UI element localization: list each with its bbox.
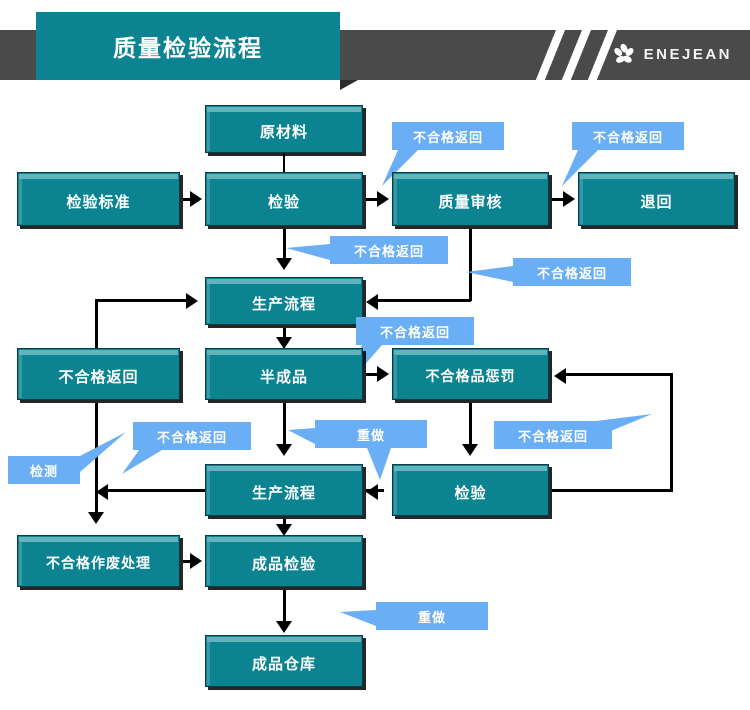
node-label: 检验 (267, 193, 300, 211)
arrowhead-n8-n9 (377, 366, 389, 382)
callout-label: 重做 (356, 427, 385, 443)
node-label: 原材料 (259, 123, 308, 141)
callout-detect: 检测 (8, 456, 80, 484)
callout-label: 检测 (29, 463, 58, 479)
node-label: 成品检验 (251, 555, 316, 573)
node-inspection-2[interactable]: 检验 (392, 464, 549, 516)
callout-label: 不合格返回 (412, 129, 483, 145)
arrowhead-n7-n6 (186, 293, 198, 309)
arrowhead-n10-n13 (276, 524, 292, 536)
arrowhead-n3-n6 (276, 258, 292, 270)
arrowhead-n13-n14 (276, 621, 292, 633)
callout-reject-return-2: 不合格返回 (572, 122, 684, 150)
node-nonconforming-return[interactable]: 不合格返回 (17, 348, 180, 400)
callout-tail-c4 (466, 266, 513, 282)
node-semi-finished[interactable]: 半成品 (205, 348, 363, 400)
callout-reject-return-6: 不合格返回 (133, 422, 251, 450)
callout-reject-return-3: 不合格返回 (330, 236, 448, 264)
node-return[interactable]: 退回 (578, 172, 735, 226)
node-label: 生产流程 (251, 484, 316, 502)
callout-reject-return-5: 不合格返回 (356, 317, 474, 345)
arrowhead-n12-n13 (190, 553, 202, 569)
node-production-process-1[interactable]: 生产流程 (205, 277, 363, 325)
node-raw-material[interactable]: 原材料 (205, 105, 363, 153)
node-nonconforming-penalty[interactable]: 不合格品惩罚 (392, 348, 549, 400)
callout-rework-1: 重做 (315, 420, 427, 448)
node-final-inspection[interactable]: 成品检验 (205, 535, 363, 587)
connector-n11-n9-bottom (552, 489, 673, 492)
page-title-banner: 质量检验流程 (36, 12, 340, 80)
node-label: 不合格返回 (58, 368, 139, 386)
callout-tail-c8-left (288, 428, 315, 444)
brand-name: ENEJEAN (643, 45, 732, 63)
node-inspection-1[interactable]: 检验 (205, 172, 363, 226)
node-label: 退回 (640, 193, 673, 211)
arrowhead-n11-n9 (554, 368, 566, 384)
connector-n3-n4 (366, 198, 381, 201)
connector-n6-n8 (283, 328, 286, 342)
connector-n10-left (108, 489, 208, 492)
arrowhead-n8-n10 (276, 444, 292, 456)
pinwheel-flower-icon (613, 43, 634, 63)
connector-n12-n13 (183, 560, 196, 563)
arrowhead-n4-n5 (563, 191, 575, 207)
callout-label: 重做 (417, 609, 446, 625)
node-label: 成品仓库 (251, 655, 316, 673)
connector-n7-n6-horz (95, 299, 191, 302)
arrowhead-n9-n11 (462, 444, 478, 456)
node-production-process-2[interactable]: 生产流程 (205, 464, 363, 516)
node-label: 半成品 (259, 368, 308, 386)
callout-label: 不合格返回 (379, 324, 450, 340)
node-finished-warehouse[interactable]: 成品仓库 (205, 635, 363, 687)
connector-n3-n6 (283, 229, 286, 262)
connector-n1-n3 (283, 153, 285, 173)
node-label: 不合格作废处理 (46, 555, 151, 571)
callout-tail-c6 (122, 450, 162, 474)
connector-n7-n6-vert (95, 299, 98, 349)
callout-tail-c10 (340, 610, 376, 626)
brand-logo: ENEJEAN (612, 42, 732, 66)
callout-rework-2: 重做 (376, 602, 488, 630)
callout-label: 不合格返回 (517, 428, 588, 444)
callout-label: 不合格返回 (536, 265, 607, 281)
banner-fold-shape (340, 80, 358, 90)
connector-n7-n12-vert (95, 403, 98, 519)
node-label: 检验 (454, 484, 487, 502)
arrowhead-n6-n8 (276, 337, 292, 349)
callout-reject-return-4: 不合格返回 (513, 258, 631, 286)
callout-label: 不合格返回 (156, 429, 227, 445)
callout-reject-return-7: 不合格返回 (494, 421, 612, 449)
page-title: 质量检验流程 (113, 35, 263, 61)
node-label: 质量审核 (438, 193, 503, 211)
connector-n11-n9-top (566, 373, 673, 376)
callout-label: 不合格返回 (353, 243, 424, 259)
callout-tail-c8-down (367, 448, 391, 480)
connector-n4-n6-horz (378, 299, 471, 302)
connector-n4-n5 (552, 198, 567, 201)
node-inspection-standard[interactable]: 检验标准 (17, 172, 180, 226)
node-quality-audit[interactable]: 质量审核 (392, 172, 549, 226)
connector-n13-n14 (283, 590, 286, 628)
connector-n11-n9-vert (670, 373, 673, 491)
node-label: 检验标准 (66, 193, 131, 211)
connector-n2-n3 (183, 198, 196, 201)
connector-n9-n11 (469, 403, 472, 451)
callout-tail-c7 (80, 432, 126, 472)
arrowhead-n7-n12 (88, 512, 104, 524)
node-scrap-handling[interactable]: 不合格作废处理 (17, 535, 180, 587)
node-label: 不合格品惩罚 (425, 368, 516, 384)
arrowhead-n4-n6 (366, 294, 378, 310)
arrowhead-n2-n3 (190, 191, 202, 207)
connector-n8-n10 (283, 403, 286, 451)
arrowhead-n11-n10 (366, 484, 378, 500)
callout-tail-c3 (286, 244, 330, 260)
node-label: 生产流程 (251, 295, 316, 313)
connector-n4-n6-vert (469, 229, 472, 301)
callout-label: 不合格返回 (592, 129, 663, 145)
arrowhead-n3-n4 (377, 191, 389, 207)
arrowhead-n10-left (96, 484, 108, 500)
callout-reject-return-1: 不合格返回 (392, 122, 504, 150)
